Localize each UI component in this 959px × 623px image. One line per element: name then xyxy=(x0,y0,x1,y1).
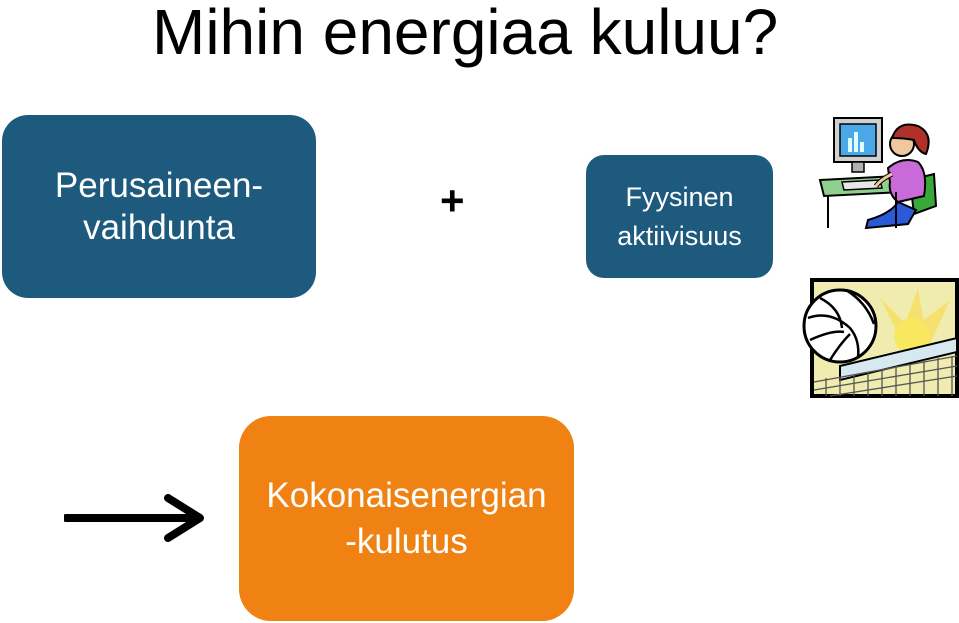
total-energy-label-line2: -kulutus xyxy=(345,519,468,565)
slide-title: Mihin energiaa kuluu? xyxy=(152,0,778,70)
plus-operator: + xyxy=(440,176,465,226)
right-arrow-icon xyxy=(64,494,208,544)
volleyball-clipart xyxy=(800,278,959,398)
total-energy-box: Kokonaisenergian -kulutus xyxy=(239,416,574,621)
basal-metabolism-box: Perusaineen- vaihdunta xyxy=(2,115,316,298)
physical-activity-box: Fyysinen aktiivisuus xyxy=(586,155,773,278)
physical-activity-label-line1: Fyysinen xyxy=(625,178,733,217)
computer-worker-clipart xyxy=(818,110,940,230)
basal-metabolism-label-line2: vaihdunta xyxy=(83,207,235,249)
physical-activity-label-line2: aktiivisuus xyxy=(617,217,742,256)
total-energy-label-line1: Kokonaisenergian xyxy=(266,473,546,519)
basal-metabolism-label-line1: Perusaineen- xyxy=(55,165,263,207)
